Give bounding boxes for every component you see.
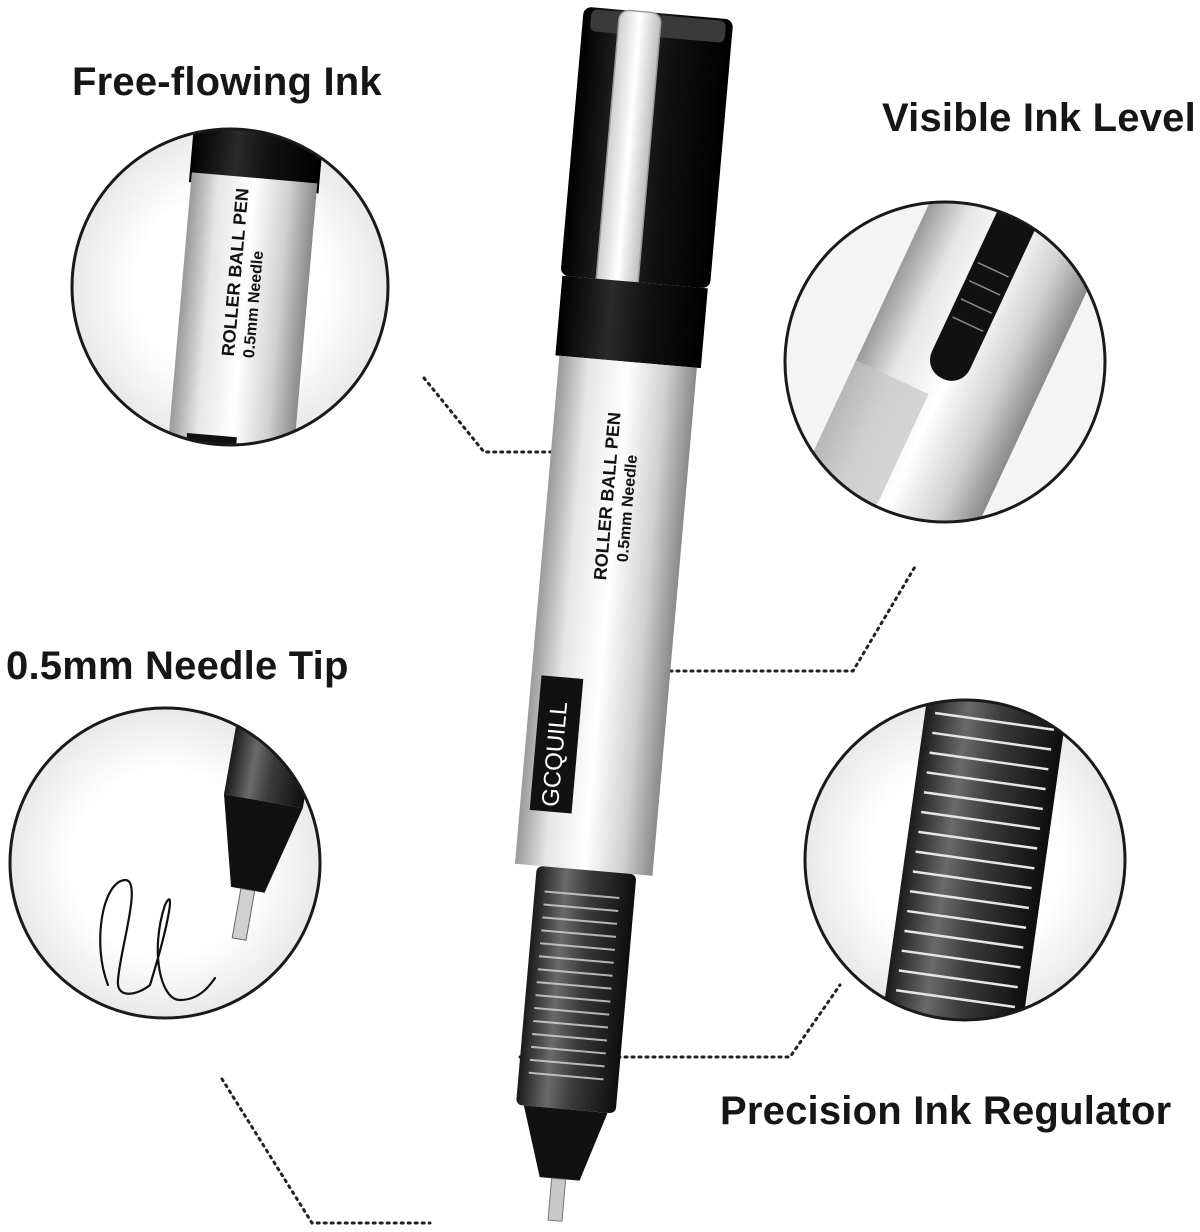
pen-grip bbox=[516, 866, 636, 1114]
detail-circle-visible-level bbox=[783, 200, 1107, 524]
detail-circle-needle-tip bbox=[8, 706, 322, 1020]
pen-cone bbox=[523, 1105, 608, 1181]
handwriting-sample bbox=[99, 878, 217, 1002]
connector-needle-tip bbox=[220, 1077, 432, 1225]
title-visible-ink-level: Visible Ink Level bbox=[882, 96, 1196, 140]
detail-circle-regulator bbox=[803, 698, 1127, 1022]
title-needle-tip: 0.5mm Needle Tip bbox=[6, 644, 349, 688]
brand-box bbox=[529, 675, 584, 814]
main-pen: GCQUILL ROLLER BALL PEN 0.5mm Needle bbox=[514, 7, 733, 1222]
connector-visible-level bbox=[598, 563, 918, 673]
title-free-flowing-ink: Free-flowing Ink bbox=[72, 60, 382, 104]
detail-circle-free-flowing: ROLLER BALL PEN 0.5mm Needle bbox=[70, 127, 390, 447]
title-precision-ink-regulator: Precision Ink Regulator bbox=[720, 1089, 1172, 1133]
pen-needle bbox=[547, 1177, 567, 1222]
